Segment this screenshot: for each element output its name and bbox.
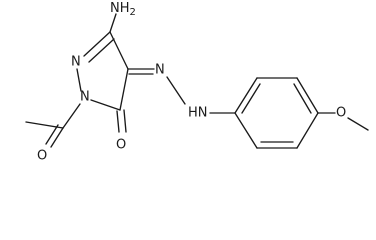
structure-diagram: NH2 N N N HN O O O <box>25 1 369 164</box>
bond-n1-cacetyl <box>62 103 81 129</box>
ketone-oxygen-label: O <box>116 138 126 153</box>
bond-c3-nh2 <box>109 13 117 33</box>
bond-c3-n2 <box>83 31 111 57</box>
bond-c5-o <box>116 110 120 133</box>
hydrazone-nh-label: HN <box>188 106 208 121</box>
hydrazone-nitrogen-label: N <box>155 63 165 78</box>
bond-c5-c4 <box>119 68 129 111</box>
bond-n1-c5 <box>90 99 121 111</box>
ring-nitrogen-upper-label: N <box>71 55 81 70</box>
bond-ar4-ar5 <box>296 112 319 149</box>
bond-n2-n1 <box>76 68 82 92</box>
bond-cacetyl-o-double <box>45 124 59 145</box>
bond-c4-c3 <box>109 31 129 70</box>
methoxy-oxygen-label: O <box>336 106 346 121</box>
ring-nitrogen-lower-label: N <box>80 90 90 105</box>
bond-n-nh <box>166 76 186 105</box>
acetyl-oxygen-label: O <box>37 149 47 164</box>
bond-ar1-ar2 <box>234 77 258 114</box>
bond-o-ch3 <box>347 117 369 131</box>
bond-cacetyl-o <box>50 127 64 148</box>
bond-ar1-ar2-inner <box>241 83 261 114</box>
nh2-label: NH2 <box>110 1 136 18</box>
molecule-drawing: NH2 N N N HN O O O <box>25 1 369 164</box>
bond-c3-n2-double <box>88 38 115 63</box>
bond-ar3-ar4 <box>296 77 319 114</box>
bond-c5-o-double <box>123 109 127 133</box>
bond-ar3-ar4-inner <box>293 83 312 114</box>
bond-ar6-ar1 <box>234 112 258 149</box>
